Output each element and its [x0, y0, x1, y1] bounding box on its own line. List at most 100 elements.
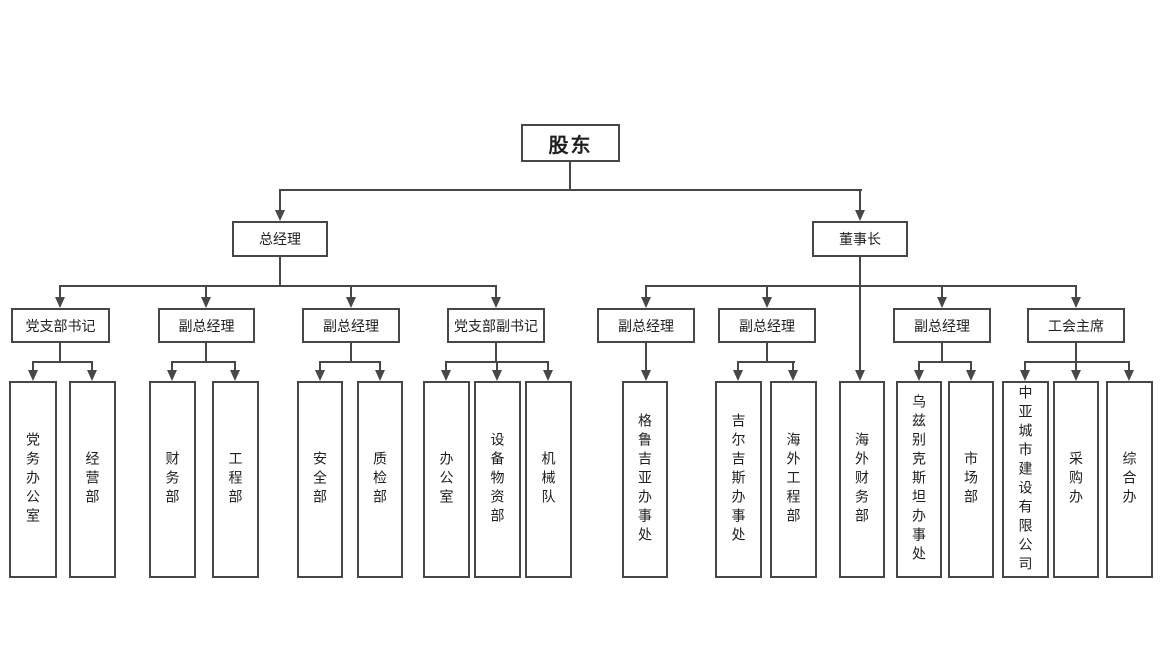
connector	[1024, 361, 1026, 371]
connector	[547, 361, 549, 371]
connector-arrow	[641, 297, 651, 308]
connector-arrow	[733, 370, 743, 381]
node-procurement-office-label: 采购办	[1068, 451, 1084, 508]
node-equipment-materials-dept: 设备物资部	[474, 381, 521, 578]
connector-arrow	[375, 370, 385, 381]
node-machinery-team-label: 机械队	[540, 451, 557, 508]
connector	[766, 343, 768, 363]
node-party-affairs-office: 党务办公室	[9, 381, 57, 578]
connector-arrow	[1071, 370, 1081, 381]
connector	[32, 361, 93, 363]
connector-arrow	[762, 297, 772, 308]
node-central-asia-urban-construction-co: 中亚城市建设有限公司	[1002, 381, 1049, 578]
node-marketing-dept: 市场部	[948, 381, 994, 578]
connector-arrow	[543, 370, 553, 381]
connector	[171, 361, 236, 363]
node-safety-dept: 安全部	[297, 381, 343, 578]
connector	[350, 343, 352, 363]
node-overseas-engineering-dept: 海外工程部	[770, 381, 817, 578]
node-safety-dept-label: 安全部	[312, 451, 328, 508]
connector-arrow	[315, 370, 325, 381]
node-chairman: 董事长	[812, 221, 908, 257]
connector	[32, 361, 34, 371]
node-equipment-materials-dept-label: 设备物资部	[489, 432, 506, 527]
connector-arrow	[55, 297, 65, 308]
connector	[1128, 361, 1130, 371]
node-deputy-gm-c: 副总经理	[597, 308, 695, 343]
connector	[59, 343, 61, 363]
node-deputy-gm-e: 副总经理	[893, 308, 991, 343]
node-party-branch-secretary-label: 党支部书记	[25, 317, 96, 334]
node-finance-dept: 财务部	[149, 381, 196, 578]
node-quality-inspection-dept-label: 质检部	[372, 451, 388, 508]
connector	[319, 361, 381, 363]
node-procurement-office: 采购办	[1053, 381, 1099, 578]
connector	[645, 343, 647, 371]
connector	[569, 162, 571, 190]
node-deputy-gm-e-label: 副总经理	[914, 317, 970, 334]
connector	[859, 257, 861, 370]
node-shareholder-label: 股东	[548, 134, 593, 157]
node-party-branch-deputy-secretary-label: 党支部副书记	[454, 317, 538, 334]
connector	[495, 343, 497, 363]
node-deputy-gm-a: 副总经理	[158, 308, 255, 343]
node-party-branch-deputy-secretary: 党支部副书记	[447, 308, 545, 343]
connector	[1075, 361, 1077, 371]
connector	[319, 361, 321, 371]
node-party-branch-secretary: 党支部书记	[11, 308, 110, 343]
node-quality-inspection-dept: 质检部	[357, 381, 403, 578]
connector	[766, 285, 768, 298]
connector-arrow	[914, 370, 924, 381]
node-engineering-dept-label: 工程部	[227, 451, 244, 508]
node-chairman-label: 董事长	[839, 231, 881, 247]
connector	[918, 361, 920, 371]
node-shareholder: 股东	[521, 124, 620, 162]
node-overseas-finance-dept: 海外财务部	[839, 381, 885, 578]
connector-arrow	[230, 370, 240, 381]
connector-arrow	[491, 297, 501, 308]
connector	[645, 285, 1077, 287]
connector	[792, 361, 794, 371]
node-uzbekistan-office-label: 乌兹别克斯坦办事处	[911, 394, 927, 565]
connector-arrow	[1071, 297, 1081, 308]
node-central-asia-urban-construction-co-label: 中亚城市建设有限公司	[1017, 384, 1034, 575]
connector	[59, 285, 497, 287]
node-general-affairs-office: 综合办	[1106, 381, 1153, 578]
connector-arrow	[87, 370, 97, 381]
connector	[379, 361, 381, 371]
connector	[279, 257, 281, 287]
connector	[91, 361, 93, 371]
connector-arrow	[346, 297, 356, 308]
node-georgia-office: 格鲁吉亚办事处	[622, 381, 668, 578]
node-deputy-gm-d-label: 副总经理	[739, 317, 795, 334]
connector-arrow	[1020, 370, 1030, 381]
node-general-manager-label: 总经理	[259, 231, 301, 247]
connector	[1075, 343, 1077, 363]
connector-arrow	[641, 370, 651, 381]
connector-arrow	[201, 297, 211, 308]
connector-arrow	[492, 370, 502, 381]
node-finance-dept-label: 财务部	[164, 451, 181, 508]
node-deputy-gm-a-label: 副总经理	[178, 317, 235, 334]
connector-arrow	[441, 370, 451, 381]
node-marketing-dept-label: 市场部	[963, 451, 979, 508]
node-deputy-gm-b: 副总经理	[302, 308, 400, 343]
node-deputy-gm-c-label: 副总经理	[618, 317, 674, 334]
connector	[496, 361, 498, 371]
connector	[859, 189, 861, 211]
connector	[737, 361, 795, 363]
node-office-label: 办公室	[438, 451, 455, 508]
connector	[205, 343, 207, 363]
connector	[279, 189, 862, 191]
connector-arrow	[1124, 370, 1134, 381]
connector	[645, 285, 647, 298]
node-union-chairman: 工会主席	[1027, 308, 1125, 343]
connector	[970, 361, 972, 371]
connector	[205, 285, 207, 298]
connector	[171, 361, 173, 371]
node-union-chairman-label: 工会主席	[1048, 317, 1104, 334]
connector	[1075, 285, 1077, 298]
node-party-affairs-office-label: 党务办公室	[25, 432, 41, 527]
node-deputy-gm-d: 副总经理	[718, 308, 816, 343]
